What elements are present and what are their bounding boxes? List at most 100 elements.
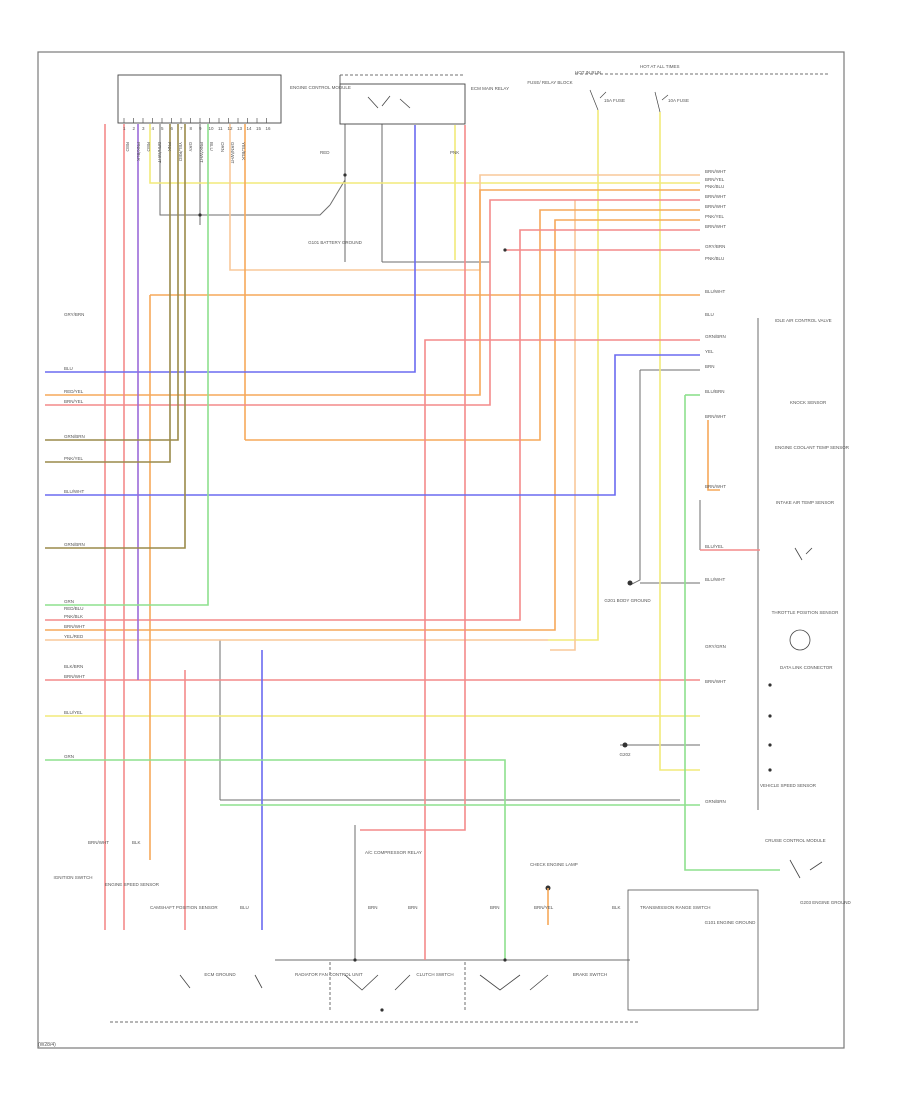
- right-wire-label: GRN/BRN: [705, 799, 726, 804]
- data-link-label: DATA LINK CONNECTOR: [780, 665, 833, 670]
- connector-pin-number: 15: [256, 126, 262, 131]
- connector-pin-number: 14: [246, 126, 252, 131]
- bottom-wire-label: RED: [320, 150, 330, 155]
- sensor-4-label: INTAKE AIR TEMP SENSOR: [775, 500, 835, 505]
- right-wire-label: BRN/YEL: [705, 177, 725, 182]
- right-wire-label: GRN/BRN: [705, 334, 726, 339]
- ecm-pin-wire-label: BRN/WHT: [156, 142, 162, 163]
- splice-points: [198, 173, 772, 1012]
- left-wire-label: GRN: [64, 754, 74, 759]
- left-wire-label: BRN/WHT: [64, 674, 85, 679]
- fuse-a-label: 15A FUSE: [604, 98, 626, 103]
- connector-pin-number: 2: [132, 126, 136, 131]
- left-wire-label: PNK/BLK: [64, 614, 84, 619]
- ground-wires: [110, 124, 759, 1023]
- ecm-connector: [117, 74, 282, 124]
- right-wire-label: BLU/WHT: [705, 289, 726, 294]
- sensor-3-label: ENGINE COOLANT TEMP SENSOR: [775, 445, 850, 450]
- right-wire-label: PNK/YEL: [705, 214, 725, 219]
- right-wire-label: PNK/BLU: [705, 184, 725, 189]
- left-wire-label: GRN/BRN: [64, 434, 85, 439]
- cruise-module-label: CRUISE CONTROL MODULE: [765, 838, 826, 843]
- ecm-pin-wire-label: PNK: [167, 142, 172, 152]
- colored-wires: [45, 110, 780, 960]
- radiator-fan-label: RADIATOR FAN CONTROL UNIT: [295, 972, 363, 977]
- sensor-5-label: THROTTLE POSITION SENSOR: [771, 610, 839, 615]
- ac-relay-label: A/C COMPRESSOR RELAY: [365, 850, 422, 855]
- left-wire-label: BRN/YEL: [64, 399, 84, 404]
- right-wire-label: BRN/WHT: [705, 204, 726, 209]
- ecm-pin-wire-label: YEL/RED: [177, 142, 183, 162]
- relay-switch-icon: [367, 95, 411, 109]
- transmission-switch-label: TRANSMISSION RANGE SWITCH: [640, 905, 711, 910]
- bottom-wire-label: PNK: [450, 150, 460, 155]
- right-wire-label: BLU/WHT: [705, 577, 726, 582]
- ground-bottom-label: G101 ENGINE GROUND: [704, 920, 756, 925]
- bottom-wire-label: BRN: [490, 905, 500, 910]
- right-wire-label: BLU: [705, 312, 714, 317]
- bottom-left-label: CAMSHAFT POSITION SENSOR: [150, 905, 218, 910]
- ecm-pin-wire-label: ORN: [219, 142, 225, 152]
- diagram-border: [37, 51, 845, 1049]
- ecm-pin-wire-label: PNK/WHT: [198, 142, 204, 163]
- ground-right-label: G203 ENGINE GROUND: [800, 900, 851, 905]
- ecm-pin-wire-label: BLU: [209, 142, 214, 151]
- left-wire-label: BLU: [64, 366, 73, 371]
- right-wire-label: PNK/BLU: [705, 256, 725, 261]
- sensor-2-label: KNOCK SENSOR: [790, 400, 827, 405]
- fuse-a-icon: [589, 89, 607, 111]
- right-wire-label: BRN/WHT: [705, 414, 726, 419]
- left-wire-label: GRN: [64, 599, 74, 604]
- ecm-pin-wire-label: GRN/WHT: [230, 142, 235, 164]
- right-wire-label: BRN: [705, 364, 715, 369]
- right-wire-label: BRN/WHT: [705, 224, 726, 229]
- bottom-wire-label: BLK: [132, 840, 141, 845]
- ecm-pin-wire-label: GRY: [188, 142, 193, 152]
- left-wire-label: BLU/WHT: [64, 489, 85, 494]
- ecm-pin-wire-label: RED: [125, 142, 130, 152]
- relay-label: ECM MAIN RELAY: [470, 86, 510, 91]
- connector-pin-ticks: [123, 118, 267, 123]
- connector-pin-number: 16: [265, 126, 271, 131]
- left-components-label: ENGINE SPEED SENSOR: [105, 882, 160, 887]
- hot-run-label: HOT IN RUN: [575, 70, 602, 75]
- left-wire-label: RED/YEL: [64, 389, 84, 394]
- connector-pin-number: 7: [180, 126, 183, 131]
- speed-sensor-label: VEHICLE SPEED SENSOR: [760, 783, 817, 788]
- left-wire-label: BRN/WHT: [64, 624, 85, 629]
- right-wire-label: BRN/WHT: [705, 194, 726, 199]
- bottom-switches: [179, 547, 823, 991]
- ground-left-label: G201 BODY GROUND: [604, 598, 651, 603]
- left-wire-label: PNK/YEL: [64, 456, 84, 461]
- ecm-pin-wire-label: RED: [146, 142, 151, 152]
- fuse-b-icon: [654, 91, 669, 113]
- ground-center-label: G101 BATTERY GROUND: [308, 240, 362, 245]
- left-wire-label: BLU/YEL: [64, 710, 83, 715]
- right-wire-label: YEL: [705, 349, 714, 354]
- connector-pin-number: 13: [237, 126, 243, 131]
- connector-pin-number: 12: [227, 126, 233, 131]
- bottom-wire-label: BRN: [408, 905, 418, 910]
- right-wire-label: BLU/YEL: [705, 544, 724, 549]
- right-wire-label: GRY/BRN: [705, 244, 726, 249]
- mil-lamp-label: CHECK ENGINE LAMP: [530, 862, 578, 867]
- right-wire-label: GRY/GRN: [705, 644, 726, 649]
- connector-pin-number: 9: [199, 126, 202, 131]
- ecm-label: ENGINE CONTROL MODULE: [290, 85, 351, 90]
- right-wire-label: BRN/WHT: [705, 484, 726, 489]
- left-wire-label: GRN/BRN: [64, 542, 85, 547]
- fuse-panel-label: FUSE/ RELAY BLOCK: [527, 80, 573, 85]
- clutch-switch-label: CLUTCH SWITCH: [416, 972, 454, 977]
- hot-note-label: HOT AT ALL TIMES: [640, 64, 680, 69]
- brake-switch-label: BRAKE SWITCH: [572, 972, 608, 977]
- ecm-pin-wire-label: YEL/BLK: [240, 142, 246, 161]
- connector-pin-number: 10: [208, 126, 214, 131]
- connector-pin-number: 3: [142, 126, 145, 131]
- connector-pin-number: 6: [170, 126, 174, 131]
- diagram-code: (W28/4): [38, 1042, 56, 1048]
- sensor-1-label: IDLE AIR CONTROL VALVE: [775, 318, 832, 323]
- connector-pin-number: 11: [218, 126, 223, 131]
- ecm-pin-wire-label: PNK/BLK: [135, 142, 141, 162]
